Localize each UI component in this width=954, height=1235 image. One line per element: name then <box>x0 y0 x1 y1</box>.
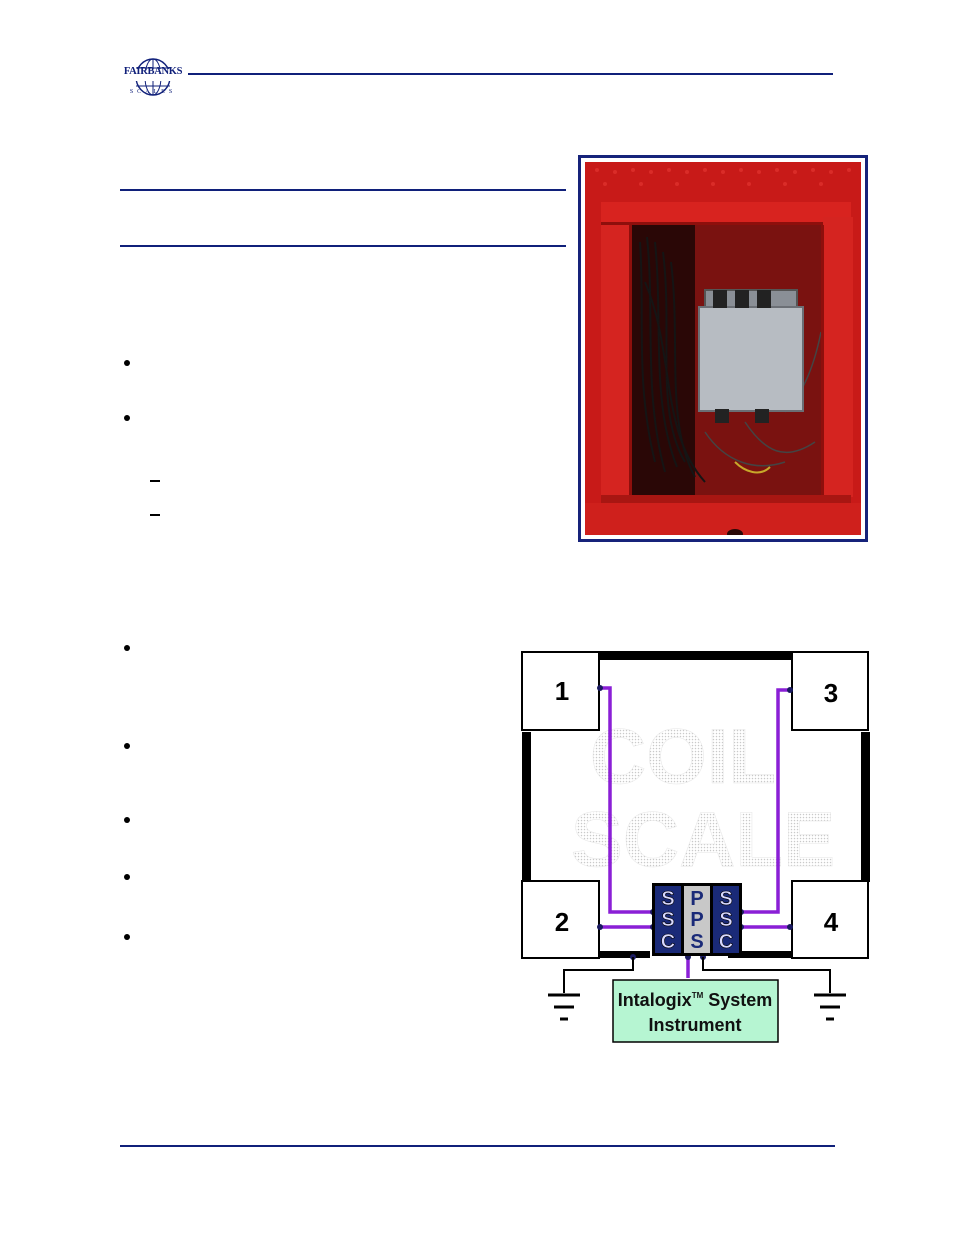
section-rule-top <box>120 189 566 191</box>
dash-marker <box>150 514 160 516</box>
ppss-box: P P S <box>684 886 710 953</box>
wiring-diagram-svg: COIL SCALE 1 3 2 4 <box>521 651 870 1043</box>
watermark-scale: SCALE <box>571 795 835 883</box>
ground-wires <box>563 957 831 993</box>
load-cell-2: 2 <box>521 880 600 959</box>
dash-marker <box>150 480 160 482</box>
load-cell-1-label: 1 <box>555 676 569 706</box>
instrument-line2: Instrument <box>648 1015 741 1035</box>
sscl-letter: S <box>661 888 674 910</box>
load-cell-3: 3 <box>791 651 869 731</box>
ppss-letter: S <box>690 931 703 953</box>
watermark-coil: COIL <box>590 712 776 800</box>
instrument-system: System <box>703 990 772 1010</box>
svg-text:IntalogixTM System: IntalogixTM System <box>618 990 773 1010</box>
load-cell-1: 1 <box>521 651 600 731</box>
header-rule <box>188 73 833 75</box>
scale-frame-bottom-right <box>728 951 792 958</box>
fairbanks-logo: FAIRBANKS SCALES <box>122 55 184 103</box>
instrument-name: Intalogix <box>618 990 692 1010</box>
instrument-tm: TM <box>692 991 704 1000</box>
sscr-letter: S <box>719 888 732 910</box>
ground-icon-left <box>548 993 580 1021</box>
load-cell-4: 4 <box>791 880 869 959</box>
footer-rule <box>120 1145 835 1147</box>
load-cell-4-label: 4 <box>824 907 839 937</box>
load-cell-3-label: 3 <box>824 678 838 708</box>
ppss-letter: P <box>690 909 703 931</box>
bullet-marker <box>124 415 130 421</box>
bullet-marker <box>124 360 130 366</box>
scale-frame-bottom-left <box>600 951 650 958</box>
section-rule-bottom <box>120 245 566 247</box>
ground-icon-right <box>814 993 846 1021</box>
logo-tagline: SCALES <box>129 89 177 95</box>
scale-frame-right <box>861 732 870 882</box>
sscl-letter: C <box>661 931 675 953</box>
load-cell-2-label: 2 <box>555 907 569 937</box>
globe-icon <box>124 58 182 96</box>
scale-frame-left <box>522 732 531 882</box>
scale-frame-top <box>600 651 792 660</box>
bullet-marker <box>124 743 130 749</box>
sscl-box: S S C <box>655 886 681 953</box>
purple-wires <box>600 686 790 978</box>
bullet-marker <box>124 645 130 651</box>
sscr-letter: C <box>719 931 733 953</box>
intalogix-instrument-box: IntalogixTM System Instrument <box>612 979 779 1043</box>
ppss-letter: P <box>690 888 703 910</box>
sscr-box: S S C <box>713 886 739 953</box>
bullet-marker <box>124 817 130 823</box>
logo-name: FAIRBANKS <box>123 66 183 77</box>
wiring-diagram: COIL SCALE 1 3 2 4 <box>520 648 872 1046</box>
sscl-letter: S <box>661 909 674 931</box>
junction-box-photo-image <box>585 162 861 539</box>
bullet-marker <box>124 934 130 940</box>
sscr-letter: S <box>719 909 732 931</box>
bullet-marker <box>124 874 130 880</box>
junction-box-photo <box>585 162 861 539</box>
